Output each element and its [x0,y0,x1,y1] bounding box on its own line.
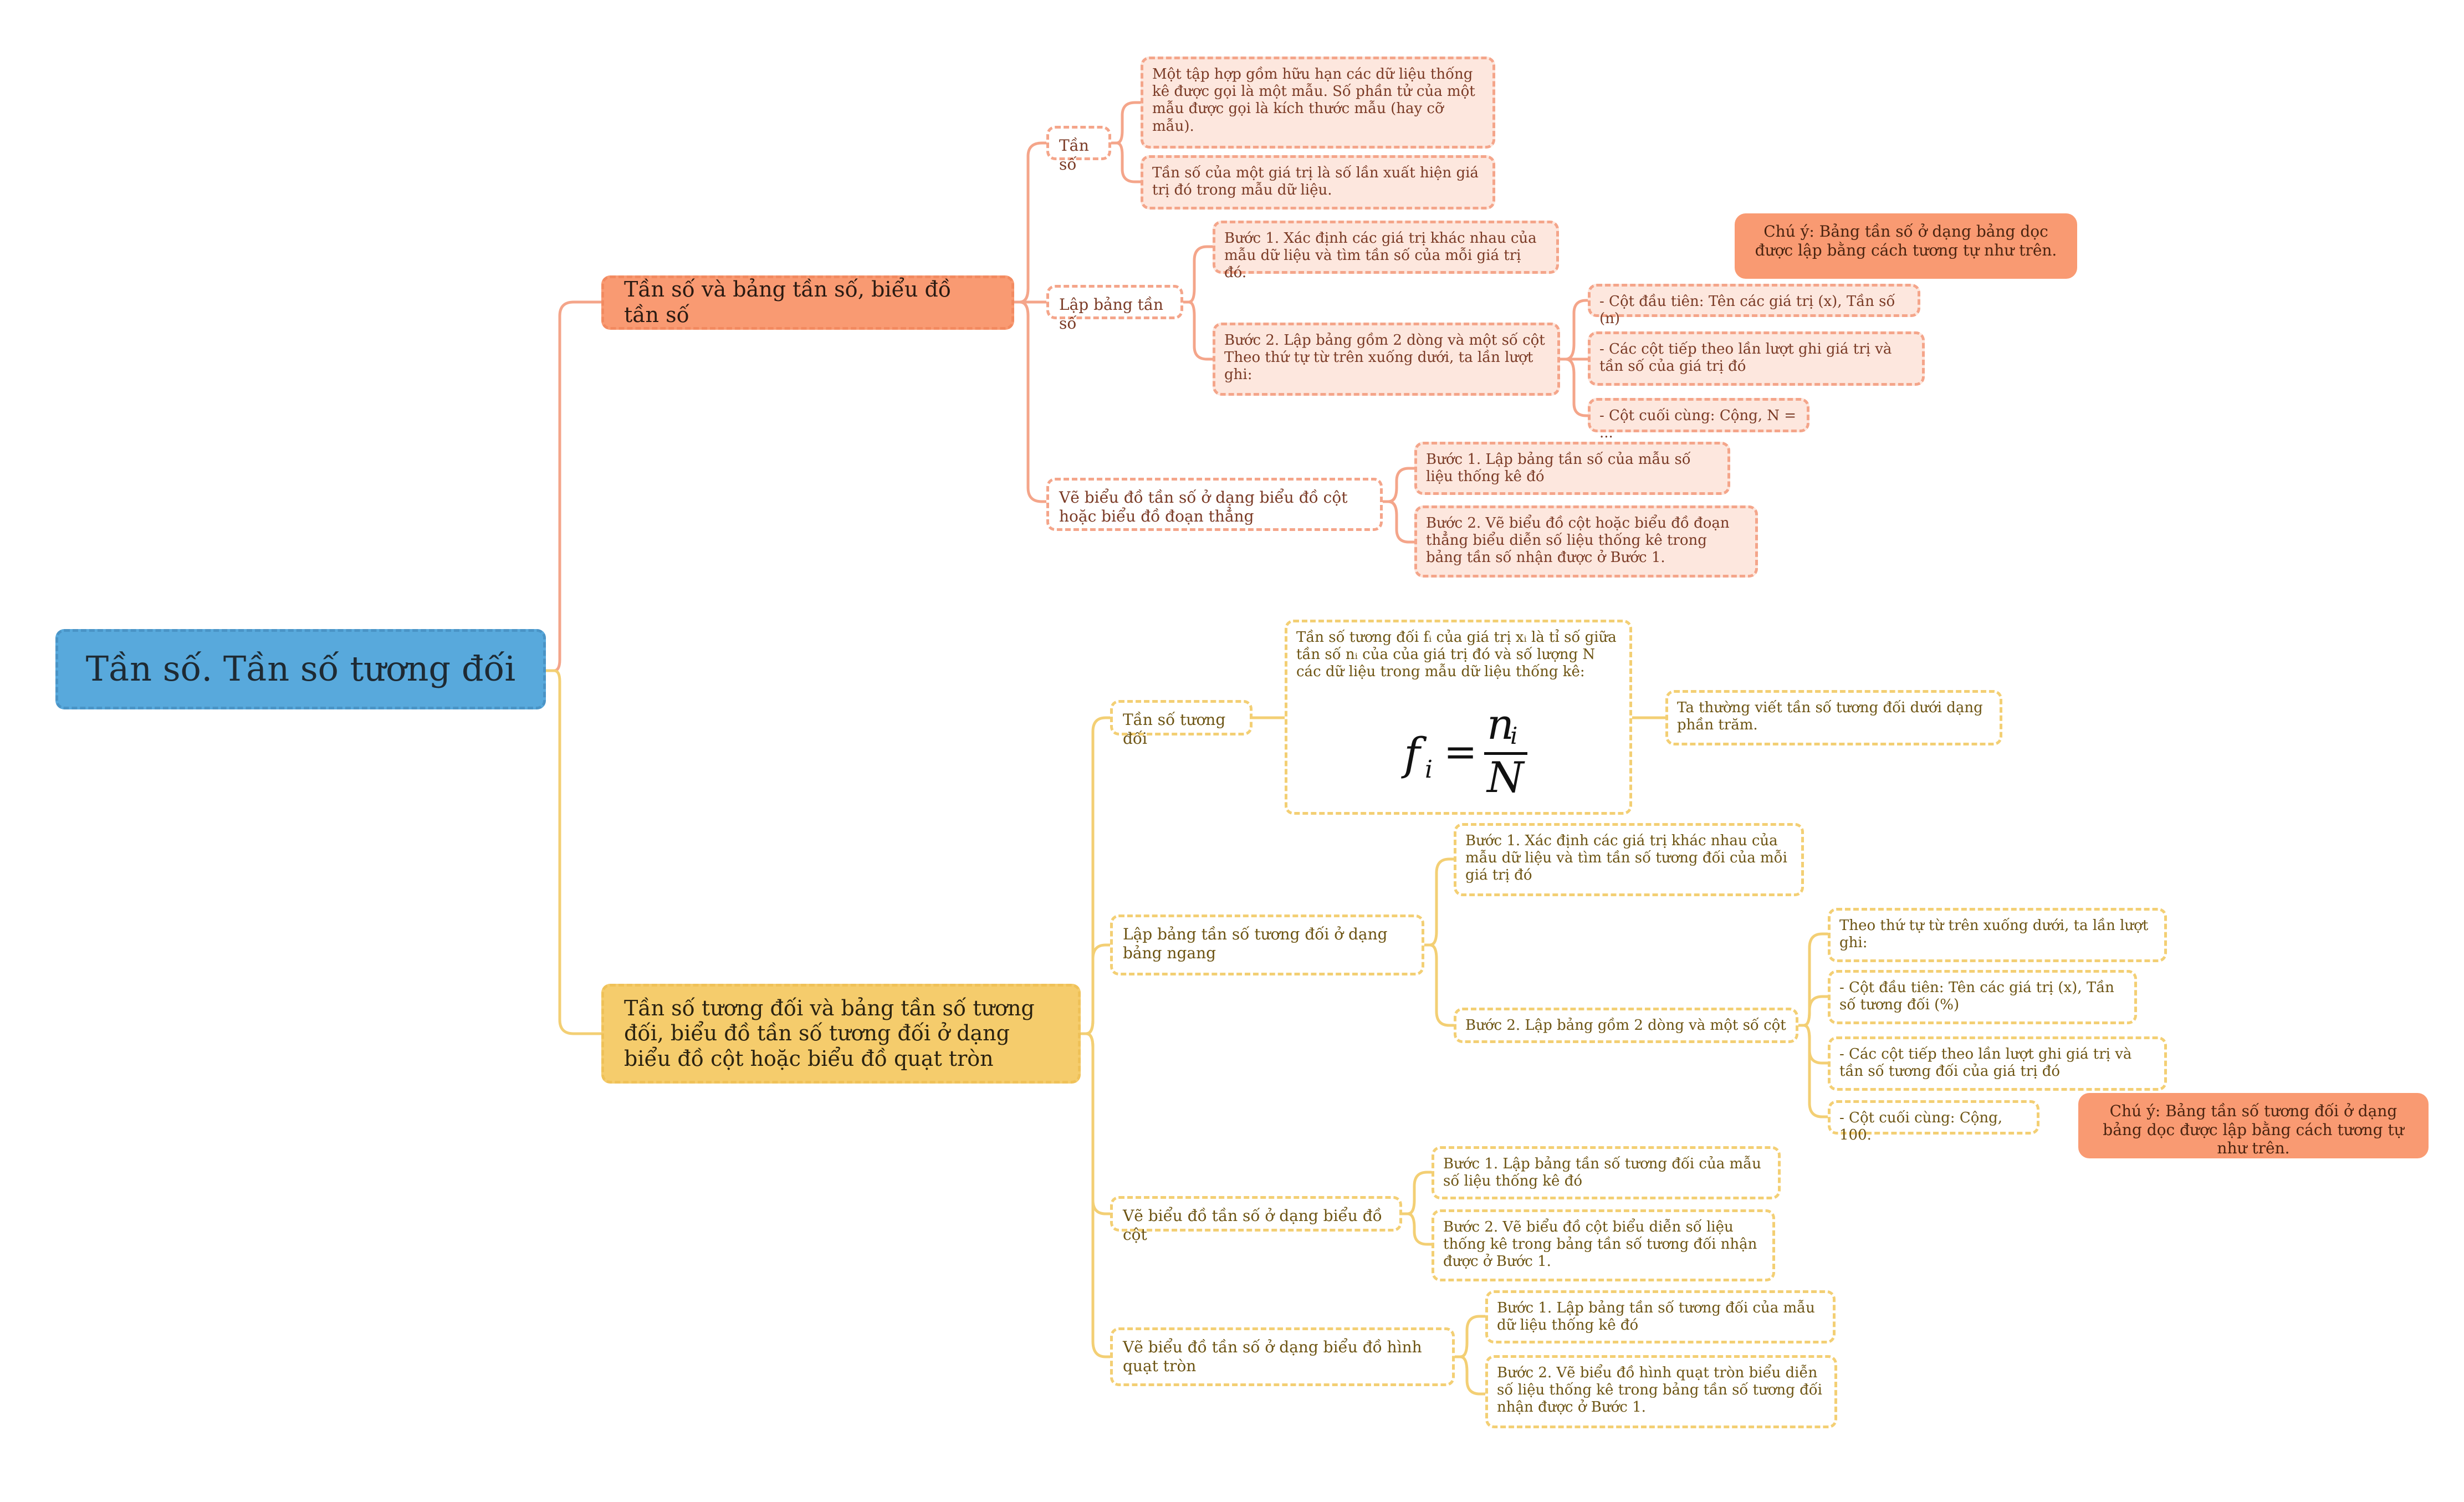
lap-bang-td-step-2-text: Bước 2. Lập bảng gồm 2 dòng và một số cộ… [1465,1017,1786,1034]
topic-ve-bieu-do-tan-so-label: Vẽ biểu đồ tần số ở dạng biểu đồ cột hoặ… [1059,488,1348,525]
topic-lap-bang-tan-so-tuong-doi-label: Lập bảng tần số tương đối ở dạng bảng ng… [1123,925,1388,962]
topic-ve-bieu-do-cot[interactable]: Vẽ biểu đồ tần số ở dạng biểu đồ cột [1110,1196,1402,1244]
ve-cot-step-2[interactable]: Bước 2. Vẽ biểu đồ cột biểu diễn số liệu… [1432,1209,1775,1281]
topic-tan-so-tuong-doi-label: Tần số tương đối [1123,711,1226,748]
topic-ve-bieu-do-cot-label: Vẽ biểu đồ tần số ở dạng biểu đồ cột [1123,1207,1382,1244]
topic-lap-bang-tan-so[interactable]: Lập bảng tần số [1046,285,1183,333]
formula-f-subscript: i [1425,755,1433,784]
note-percentage[interactable]: Ta thường viết tần số tương đối dưới dạn… [1665,690,2002,745]
note-percentage-text: Ta thường viết tần số tương đối dưới dạn… [1677,699,1983,734]
lap-bang-td-step-1-text: Bước 1. Xác định các giá trị khác nhau c… [1465,832,1787,884]
lap-bang-step-2-text: Bước 2. Lập bảng gồm 2 dòng và một số cộ… [1224,332,1545,384]
lap-bang-col-first-text: - Cột đầu tiên: Tên các giá trị (x), Tần… [1599,293,1895,328]
ve-bieu-do-step-2-text: Bước 2. Vẽ biểu đồ cột hoặc biểu đồ đoạn… [1426,515,1730,566]
lap-bang-td-col-next[interactable]: - Các cột tiếp theo lần lượt ghi giá trị… [1828,1036,2167,1091]
lap-bang-col-next-text: - Các cột tiếp theo lần lượt ghi giá trị… [1599,341,1892,375]
branch-frequency-title: Tần số và bảng tần số, biểu đồ tần số [624,277,952,327]
lap-bang-td-col-last[interactable]: - Cột cuối cùng: Cộng, 100. [1828,1100,2039,1143]
lap-bang-td-col-first[interactable]: - Cột đầu tiên: Tên các giá trị (x), Tần… [1828,970,2137,1024]
lap-bang-step-1[interactable]: Bước 1. Xác định các giá trị khác nhau c… [1213,221,1559,281]
root-title: Tần số. Tần số tương đối [85,648,516,689]
topic-ve-bieu-do-quat-tron[interactable]: Vẽ biểu đồ tần số ở dạng biểu đồ hình qu… [1110,1327,1455,1386]
lap-bang-td-step-2[interactable]: Bước 2. Lập bảng gồm 2 dòng và một số cộ… [1454,1008,1798,1043]
ve-bieu-do-step-1[interactable]: Bước 1. Lập bảng tần số của mẫu số liệu … [1414,442,1730,495]
ve-cot-step-2-text: Bước 2. Vẽ biểu đồ cột biểu diễn số liệu… [1443,1219,1757,1270]
note-vertical-relative-table[interactable]: Chú ý: Bảng tần số tương đối ở dạng bảng… [2078,1093,2429,1158]
root-topic[interactable]: Tần số. Tần số tương đối [55,629,546,709]
formula-equals: = [1444,728,1478,775]
ve-bieu-do-step-1-text: Bước 1. Lập bảng tần số của mẫu số liệu … [1426,451,1691,486]
note-vertical-table[interactable]: Chú ý: Bảng tần số ở dạng bảng dọc được … [1735,213,2077,279]
definition-relative-frequency-text: Tần số tương đối fᵢ của giá trị xᵢ là tỉ… [1296,629,1617,681]
branch-frequency[interactable]: Tần số và bảng tần số, biểu đồ tần số [601,275,1014,330]
branch-relative-frequency-title: Tần số tương đối và bảng tần số tương đố… [624,995,1035,1071]
topic-lap-bang-tan-so-label: Lập bảng tần số [1059,295,1164,333]
lap-bang-col-next[interactable]: - Các cột tiếp theo lần lượt ghi giá trị… [1588,331,1925,386]
lap-bang-td-order-text: Theo thứ tự từ trên xuống dưới, ta lần l… [1839,917,2149,952]
lap-bang-step-2[interactable]: Bước 2. Lập bảng gồm 2 dòng và một số cộ… [1213,323,1560,396]
lap-bang-td-col-first-text: - Cột đầu tiên: Tên các giá trị (x), Tần… [1839,979,2114,1014]
ve-quat-step-1-text: Bước 1. Lập bảng tần số tương đối của mẫ… [1497,1300,1815,1334]
definition-sample-text: Một tập hợp gồm hữu hạn các dữ liệu thốn… [1152,66,1475,135]
lap-bang-col-first[interactable]: - Cột đầu tiên: Tên các giá trị (x), Tần… [1588,284,1920,327]
definition-sample[interactable]: Một tập hợp gồm hữu hạn các dữ liệu thốn… [1141,57,1495,149]
lap-bang-col-last[interactable]: - Cột cuối cùng: Cộng, N = ... [1588,398,1809,441]
definition-frequency[interactable]: Tần số của một giá trị là số lần xuất hi… [1141,155,1495,210]
topic-tan-so-label: Tần số [1059,136,1089,173]
ve-cot-step-1[interactable]: Bước 1. Lập bảng tần số tương đối của mẫ… [1432,1146,1781,1199]
relative-frequency-formula: f i = n i N [1404,699,1537,802]
lap-bang-step-1-text: Bước 1. Xác định các giá trị khác nhau c… [1224,230,1537,282]
definition-relative-frequency[interactable]: Tần số tương đối fᵢ của giá trị xᵢ là tỉ… [1285,620,1632,815]
ve-quat-step-2-text: Bước 2. Vẽ biểu đồ hình quạt tròn biểu d… [1497,1365,1822,1416]
ve-quat-step-1[interactable]: Bước 1. Lập bảng tần số tương đối của mẫ… [1485,1290,1836,1343]
formula-fraction-bar [1484,752,1527,755]
definition-frequency-text: Tần số của một giá trị là số lần xuất hi… [1152,165,1479,199]
branch-relative-frequency[interactable]: Tần số tương đối và bảng tần số tương đố… [601,984,1081,1084]
lap-bang-td-order[interactable]: Theo thứ tự từ trên xuống dưới, ta lần l… [1828,908,2167,962]
lap-bang-td-step-1[interactable]: Bước 1. Xác định các giá trị khác nhau c… [1454,823,1804,896]
formula-numerator: n [1487,699,1514,749]
topic-tan-so[interactable]: Tần số [1046,126,1111,173]
topic-tan-so-tuong-doi[interactable]: Tần số tương đối [1110,700,1253,748]
ve-bieu-do-step-2[interactable]: Bước 2. Vẽ biểu đồ cột hoặc biểu đồ đoạn… [1414,505,1758,578]
ve-cot-step-1-text: Bước 1. Lập bảng tần số tương đối của mẫ… [1443,1156,1761,1190]
note-vertical-table-text: Chú ý: Bảng tần số ở dạng bảng dọc được … [1755,222,2057,259]
formula-numerator-subscript: i [1510,722,1518,749]
formula-denominator: N [1487,753,1524,802]
lap-bang-td-col-next-text: - Các cột tiếp theo lần lượt ghi giá trị… [1839,1046,2132,1080]
lap-bang-col-last-text: - Cột cuối cùng: Cộng, N = ... [1599,407,1797,442]
formula-f: f [1404,728,1420,780]
lap-bang-td-col-last-text: - Cột cuối cùng: Cộng, 100. [1839,1110,2003,1144]
topic-lap-bang-tan-so-tuong-doi[interactable]: Lập bảng tần số tương đối ở dạng bảng ng… [1110,915,1424,975]
ve-quat-step-2[interactable]: Bước 2. Vẽ biểu đồ hình quạt tròn biểu d… [1485,1355,1837,1428]
topic-ve-bieu-do-tan-so[interactable]: Vẽ biểu đồ tần số ở dạng biểu đồ cột hoặ… [1046,478,1383,531]
topic-ve-bieu-do-quat-tron-label: Vẽ biểu đồ tần số ở dạng biểu đồ hình qu… [1123,1338,1422,1375]
note-vertical-relative-table-text: Chú ý: Bảng tần số tương đối ở dạng bảng… [2103,1102,2404,1158]
